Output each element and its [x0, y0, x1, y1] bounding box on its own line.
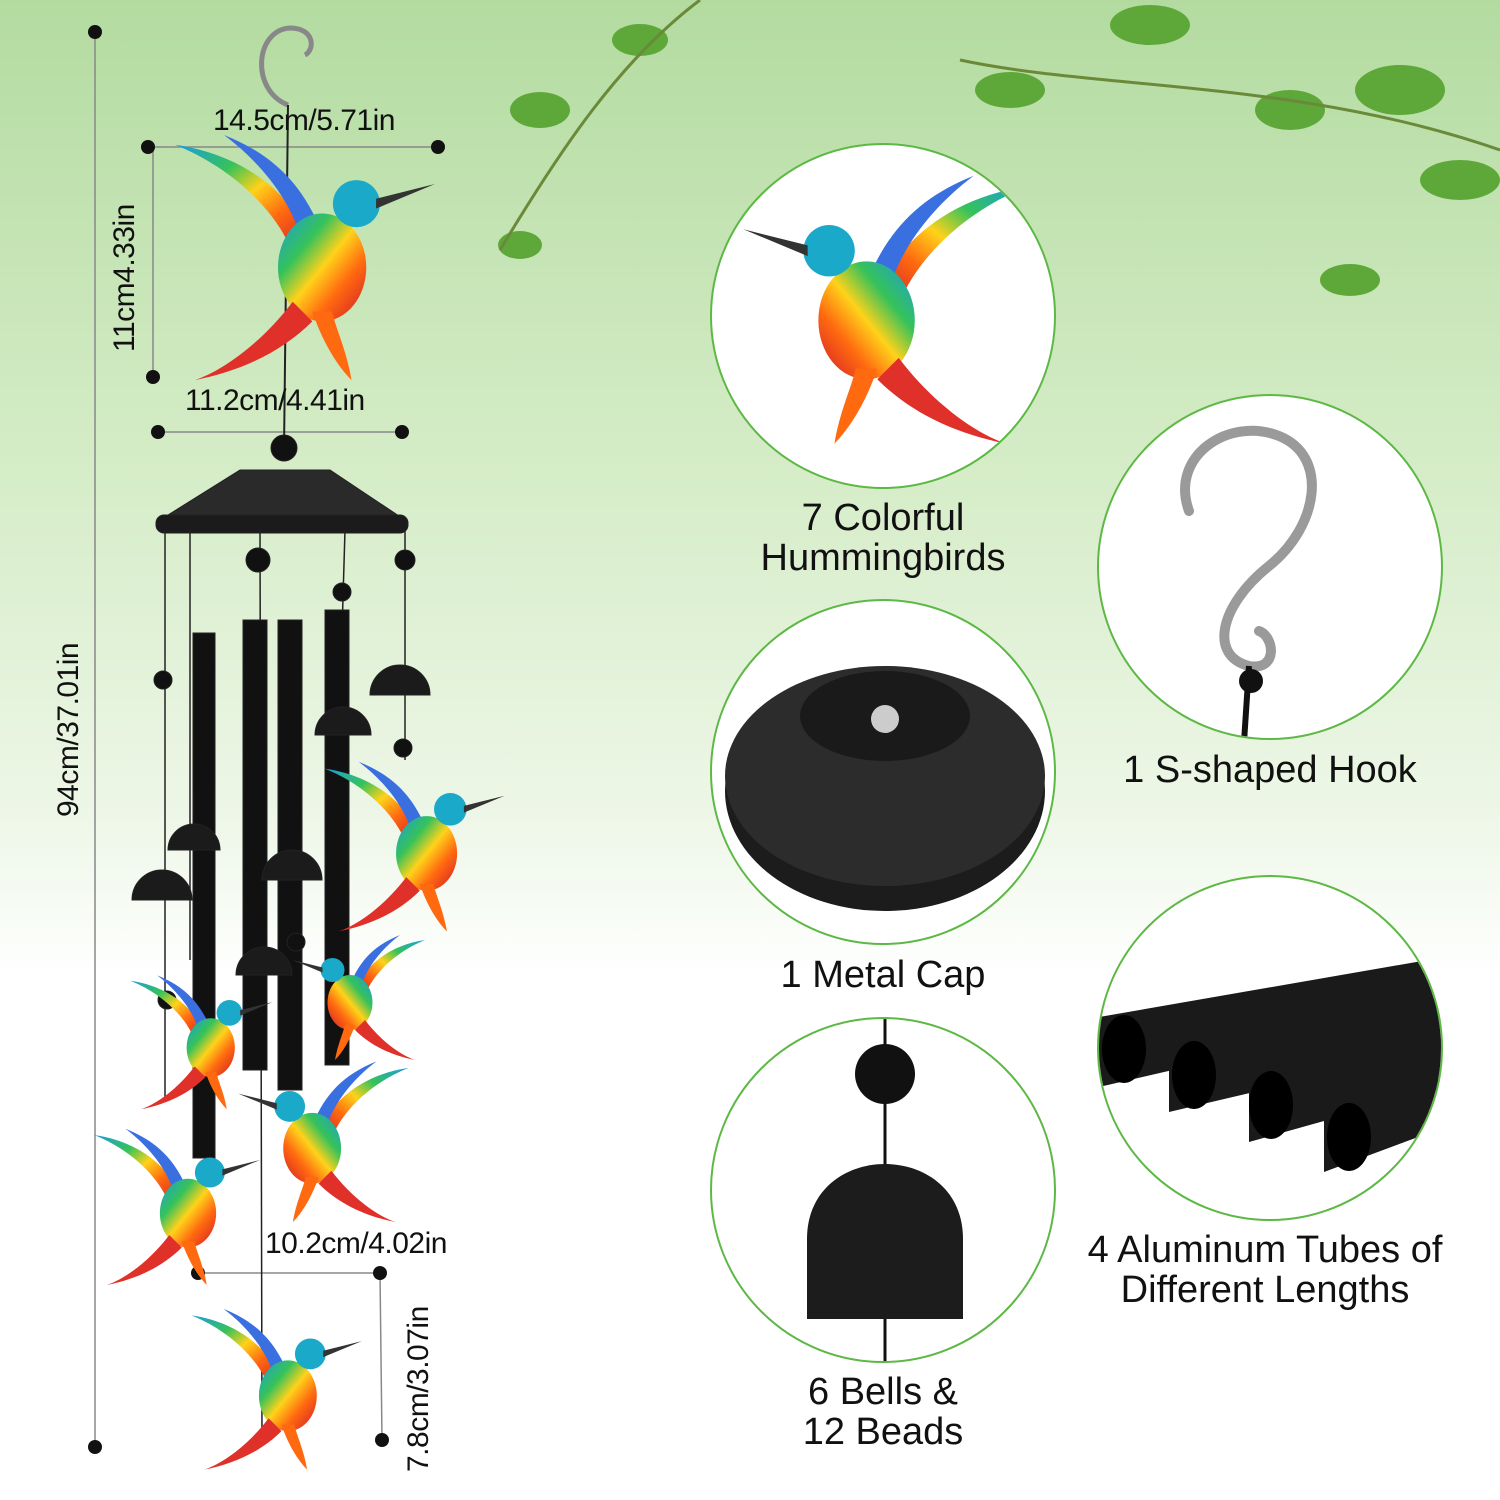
s-hook-icon — [1097, 394, 1443, 740]
feature-label-cap: 1 Metal Cap — [780, 954, 986, 996]
feature-label-hook: 1 S-shaped Hook — [1123, 749, 1417, 791]
hummingbird — [94, 1128, 260, 1285]
hummingbird-top — [175, 135, 435, 381]
dim-bird-width: 11.2cm/4.41in — [185, 384, 365, 417]
metal-cap-icon — [710, 599, 1056, 945]
wind-chime — [131, 25, 431, 1441]
bell-icon — [710, 1017, 1056, 1363]
dim-hook-bird-width: 14.5cm/5.71in — [213, 104, 395, 137]
dimension-lines — [94, 32, 438, 1447]
leaves-decoration — [498, 0, 1500, 296]
dim-total-length: 94cm/37.01in — [52, 642, 85, 817]
hummingbird — [324, 761, 505, 932]
dim-bottom-bird-width: 10.2cm/4.02in — [265, 1227, 447, 1260]
feature-label-bells: 6 Bells &12 Beads — [802, 1371, 964, 1453]
hummingbird — [292, 935, 425, 1060]
dim-bird-height: 11cm4.33in — [108, 204, 141, 352]
hummingbird — [238, 1061, 409, 1223]
hummingbird — [191, 1308, 362, 1470]
hummingbird-icon — [710, 143, 1056, 489]
tubes-icon — [1097, 875, 1443, 1221]
dim-bottom-bird-height: 7.8cm/3.07in — [402, 1306, 435, 1472]
